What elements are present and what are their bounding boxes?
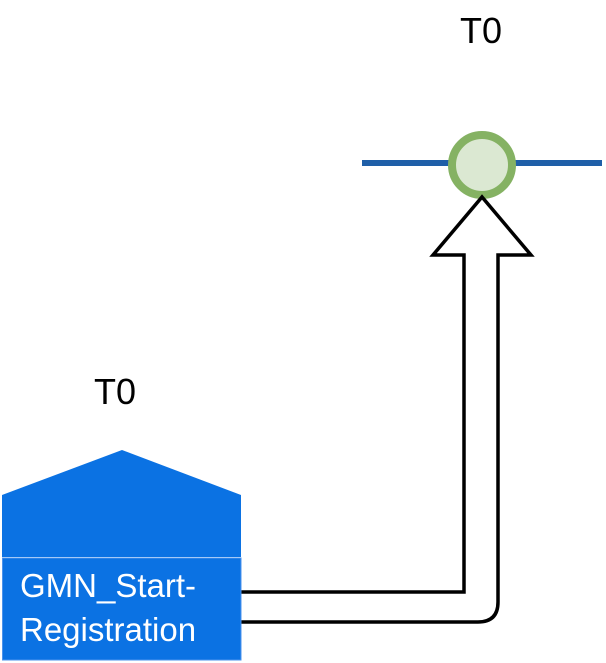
start-block-label: T0 <box>94 371 136 412</box>
start-block-roof <box>2 450 241 557</box>
start-block-text-line2: Registration <box>20 611 196 648</box>
timeline-label: T0 <box>460 10 502 51</box>
start-block-text-line1: GMN_Start- <box>20 567 196 604</box>
elbow-arrow-connector <box>236 194 535 624</box>
timeline-event-circle <box>448 131 516 199</box>
start-block-body <box>2 557 242 661</box>
